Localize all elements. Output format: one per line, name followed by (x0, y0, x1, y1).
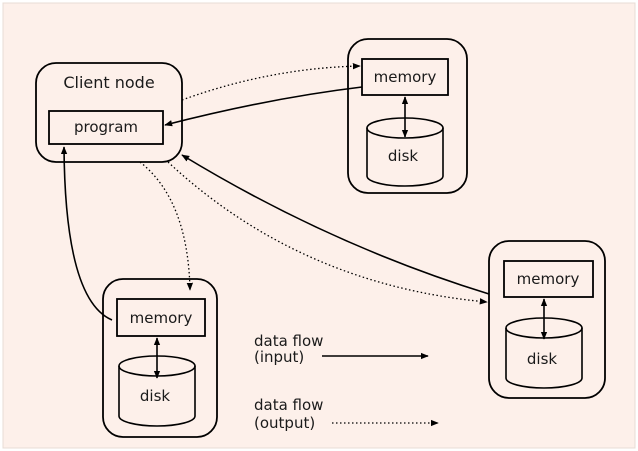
client-node-title: Client node (63, 73, 154, 92)
memory-label-right: memory (517, 270, 580, 288)
disk-label-bottom-left: disk (140, 387, 171, 405)
memory-box-top (361, 58, 449, 96)
storage-node-top-box (347, 38, 468, 194)
storage-node-bottom-left: memory disk (102, 278, 218, 438)
memory-box-bottom-left (116, 298, 206, 337)
client-node: Client node program (35, 62, 183, 163)
input-flow-from-bottom-left-node (60, 146, 113, 321)
legend: data flow (input) data flow (output) (254, 332, 439, 432)
legend-output-line1: data flow (254, 396, 323, 414)
legend-output-line2: (output) (254, 414, 315, 432)
input-flow-from-right-node (181, 154, 490, 295)
disk-label-top: disk (388, 147, 419, 165)
disk-label-right: disk (527, 350, 558, 368)
input-flow-from-top-node (164, 86, 363, 127)
memory-box-right (503, 260, 594, 298)
memory-label-top: memory (374, 68, 437, 86)
client-node-box (35, 62, 183, 163)
legend-input-line2: (input) (254, 348, 304, 366)
program-box (48, 110, 164, 145)
storage-node-right-box (488, 240, 606, 399)
memory-label-bottom-left: memory (130, 309, 193, 327)
legend-input-line1: data flow (254, 332, 323, 350)
storage-node-right: memory disk (488, 240, 606, 399)
output-flow-to-top-node (181, 62, 361, 101)
program-label: program (74, 118, 138, 136)
storage-node-bottom-left-box (102, 278, 218, 438)
storage-node-top: memory disk (347, 38, 468, 194)
